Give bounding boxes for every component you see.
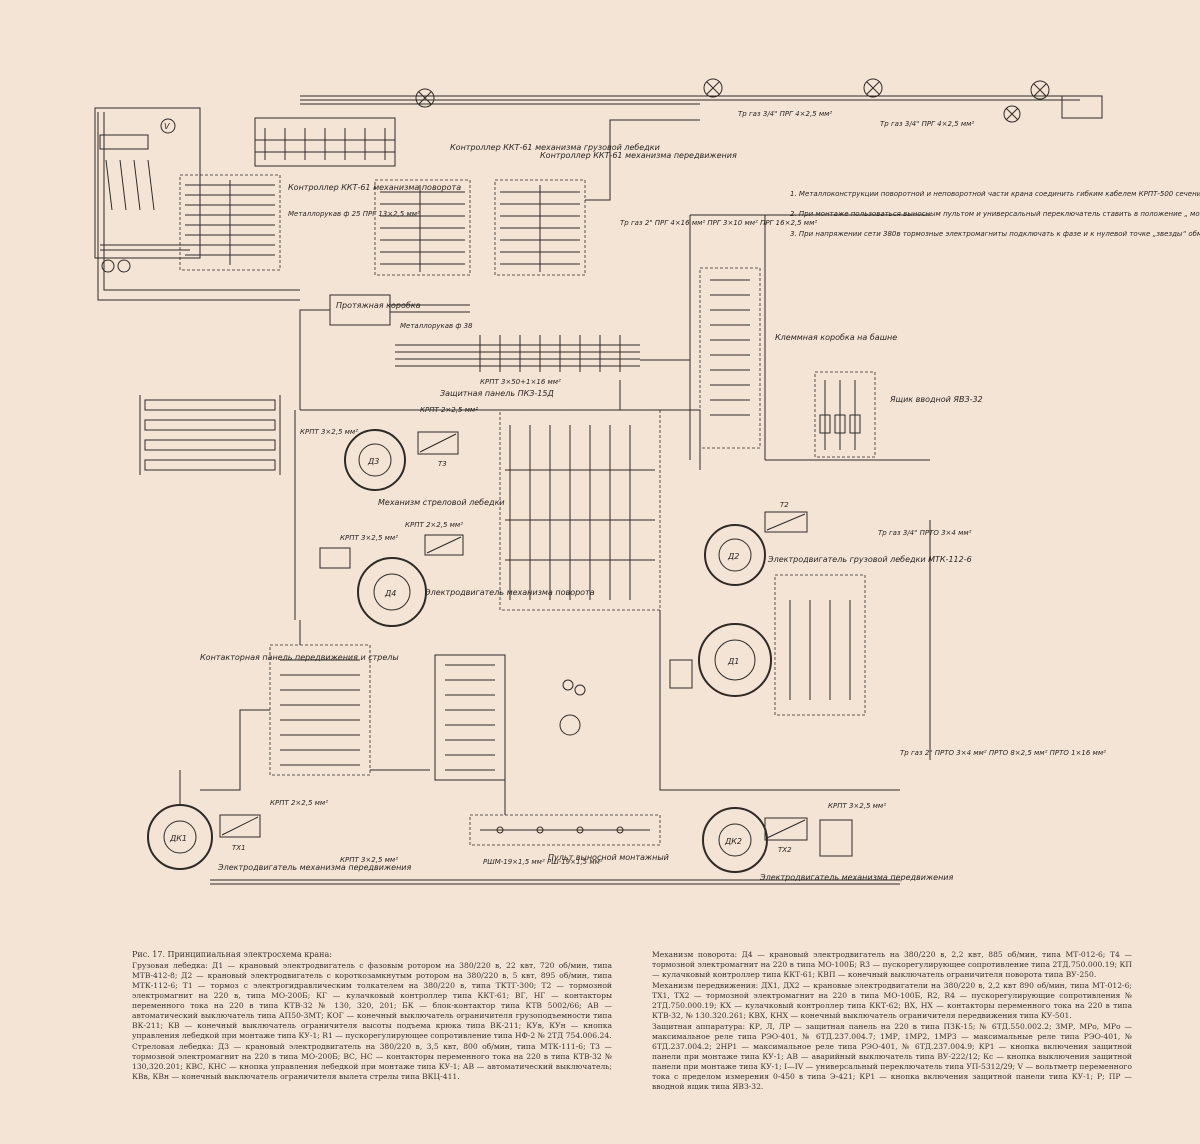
move-motor-1: ДК1 ТХ1 Электродвигатель механизма перед…	[147, 799, 900, 885]
note-1: 1. Металлоконструкции поворотной и непов…	[790, 190, 1200, 198]
input-box-label: Ящик вводной ЯВЗ-32	[889, 395, 983, 404]
remote-panel-label: Пульт выносной монтажный	[548, 853, 669, 862]
pipe-mid-label: Тр газ 2" ПРГ 4×16 мм² ПРГ 3×10 мм² ПРГ …	[620, 219, 817, 227]
cargo-motor-d2: Д2 Т2 Электродвигатель грузовой лебедки …	[704, 501, 972, 760]
turn-motor-label: Электродвигатель механизма поворота	[424, 588, 595, 597]
notes-block: 1. Металлоконструкции поворотной и непов…	[790, 190, 1200, 238]
junction-box-label: Протяжная коробка	[336, 301, 421, 310]
caption-paragraph: Стреловая лебедка: Д3 — крановый электро…	[132, 1042, 612, 1081]
cable-move-label: КРПТ 3×2,5 мм²	[828, 802, 886, 810]
svg-text:V: V	[164, 122, 170, 131]
tx1-label: ТХ1	[232, 844, 246, 852]
dk1-label: ДК1	[169, 834, 187, 843]
pipe-right-label: Тр газ 3/4" ПРТО 3×4 мм²	[878, 529, 972, 537]
tx2-label: ТХ2	[778, 846, 792, 854]
terminal-box-label: Клеммная коробка на башне	[775, 333, 897, 342]
protective-panel-label: Защитная панель ПКЗ-15Д	[440, 389, 554, 398]
junction-box: Протяжная коробка Металлорукав ф 38	[299, 294, 473, 410]
cable-3x2-5-b-label: КРПТ 3×2,5 мм²	[340, 534, 398, 542]
caption-title: Рис. 17. Принципиальная электросхема кра…	[132, 950, 332, 959]
move-motor-1-label: Электродвигатель механизма передвижения	[217, 863, 412, 872]
cargo-motor-label: Электродвигатель грузовой лебедки МТК-11…	[767, 555, 972, 564]
cable-2x2-5-b-label: КРПТ 2×2,5 мм²	[405, 521, 463, 529]
controller-move: Контроллер ККТ-61 механизма передвижения	[494, 151, 737, 276]
pipe-low-label: Тр газ 2" ПРТО 3×4 мм² ПРТО 8×2,5 мм² ПР…	[900, 749, 1106, 757]
move-motor-2-label: Электродвигатель механизма передвижения	[759, 873, 954, 882]
remote-cable-label: РШМ-19×1,5 мм² РШ-19×1,5 мм²	[483, 858, 603, 866]
electrical-schematic: Тр газ 3/4" ПРГ 4×2,5 мм² Тр газ 3/4" ПР…	[94, 78, 1200, 885]
cable-3x50-label: КРПТ 3×50+1×16 мм²	[480, 378, 561, 386]
boom-motor: Д3 Т3 Механизм стреловой лебедки КРПТ 3×…	[294, 406, 701, 620]
d2-label: Д2	[727, 552, 739, 561]
contactor-panel-label: Контакторная панель передвижения и стрел…	[200, 653, 399, 662]
boom-motor-label: Механизм стреловой лебедки	[378, 498, 505, 507]
terminal-row: КРПТ 3×50+1×16 мм²	[395, 335, 640, 386]
pipe-label-top-1: Тр газ 3/4" ПРГ 4×2,5 мм²	[738, 110, 832, 118]
turn-motor: Д4 Электродвигатель механизма поворота К…	[319, 521, 595, 627]
caption-paragraph: Грузовая лебедка: Д1 — крановый электрод…	[132, 961, 612, 1040]
top-relay-block	[254, 117, 396, 167]
cable-2x2-5-c-label: КРПТ 2×2,5 мм²	[270, 799, 328, 807]
tower-terminal-box: Клеммная коробка на башне Тр газ 2" ПРГ …	[620, 215, 897, 460]
t2-label: Т2	[780, 501, 789, 509]
metal-sleeve-25-label: Металлорукав ф 25 ПРГ 13×2,5 мм²	[288, 210, 420, 218]
d1-label: Д1	[727, 657, 739, 666]
metal-sleeve-38-label: Металлорукав ф 38	[400, 322, 473, 330]
move-motor-2: ДК2 ТХ2 Электродвигатель механизма перед…	[702, 749, 1106, 882]
controller-cargo-label: Контроллер ККТ-61 механизма грузовой леб…	[450, 143, 660, 152]
dk2-label: ДК2	[724, 837, 742, 846]
controller-turn-label: Контроллер ККТ-61 механизма поворота	[288, 183, 461, 192]
d3-label: Д3	[367, 457, 379, 466]
caption-paragraph: Механизм передвижения: ДХ1, ДХ2 — кранов…	[652, 981, 1132, 1020]
figure-caption: Рис. 17. Принципиальная электросхема кра…	[132, 950, 1132, 1140]
note-2: 2. При монтаже пользоваться выносным пул…	[790, 210, 1200, 218]
caption-paragraph: Защитная аппаратура: КР, Л, ЛР — защитна…	[652, 1022, 1132, 1091]
protective-panel: Защитная панель ПКЗ-15Д	[440, 389, 661, 611]
d4-label: Д4	[384, 589, 396, 598]
cable-3x2-5-c-label: КРПТ 3×2,5 мм²	[340, 856, 398, 864]
pipe-label-top-2: Тр газ 3/4" ПРГ 4×2,5 мм²	[880, 120, 974, 128]
caption-paragraph: Механизм поворота: Д4 — крановый электро…	[652, 950, 1132, 979]
contactor-panel: Контакторная панель передвижения и стрел…	[200, 644, 586, 781]
resistor-banks	[139, 395, 281, 475]
controller-move-label: Контроллер ККТ-61 механизма передвижения	[540, 151, 737, 160]
remote-panel: Пульт выносной монтажный РШМ-19×1,5 мм² …	[469, 814, 669, 866]
t3-label: Т3	[438, 460, 447, 468]
left-power-cabinet: V	[94, 107, 300, 301]
cargo-motor-d1: Д1	[669, 574, 866, 716]
controller-cargo: Контроллер ККТ-61 механизма грузовой леб…	[374, 143, 660, 276]
wiring-runs	[179, 119, 930, 815]
cable-3x2-5-a-label: КРПТ 3×2,5 мм²	[300, 428, 358, 436]
note-3: 3. При напряжении сети 380в тормозные эл…	[790, 230, 1200, 238]
top-lamp-line: Тр газ 3/4" ПРГ 4×2,5 мм² Тр газ 3/4" ПР…	[300, 78, 1103, 128]
controller-turn: Контроллер ККТ-61 механизма поворота Мет…	[179, 174, 461, 271]
input-box: Ящик вводной ЯВЗ-32	[814, 371, 983, 458]
